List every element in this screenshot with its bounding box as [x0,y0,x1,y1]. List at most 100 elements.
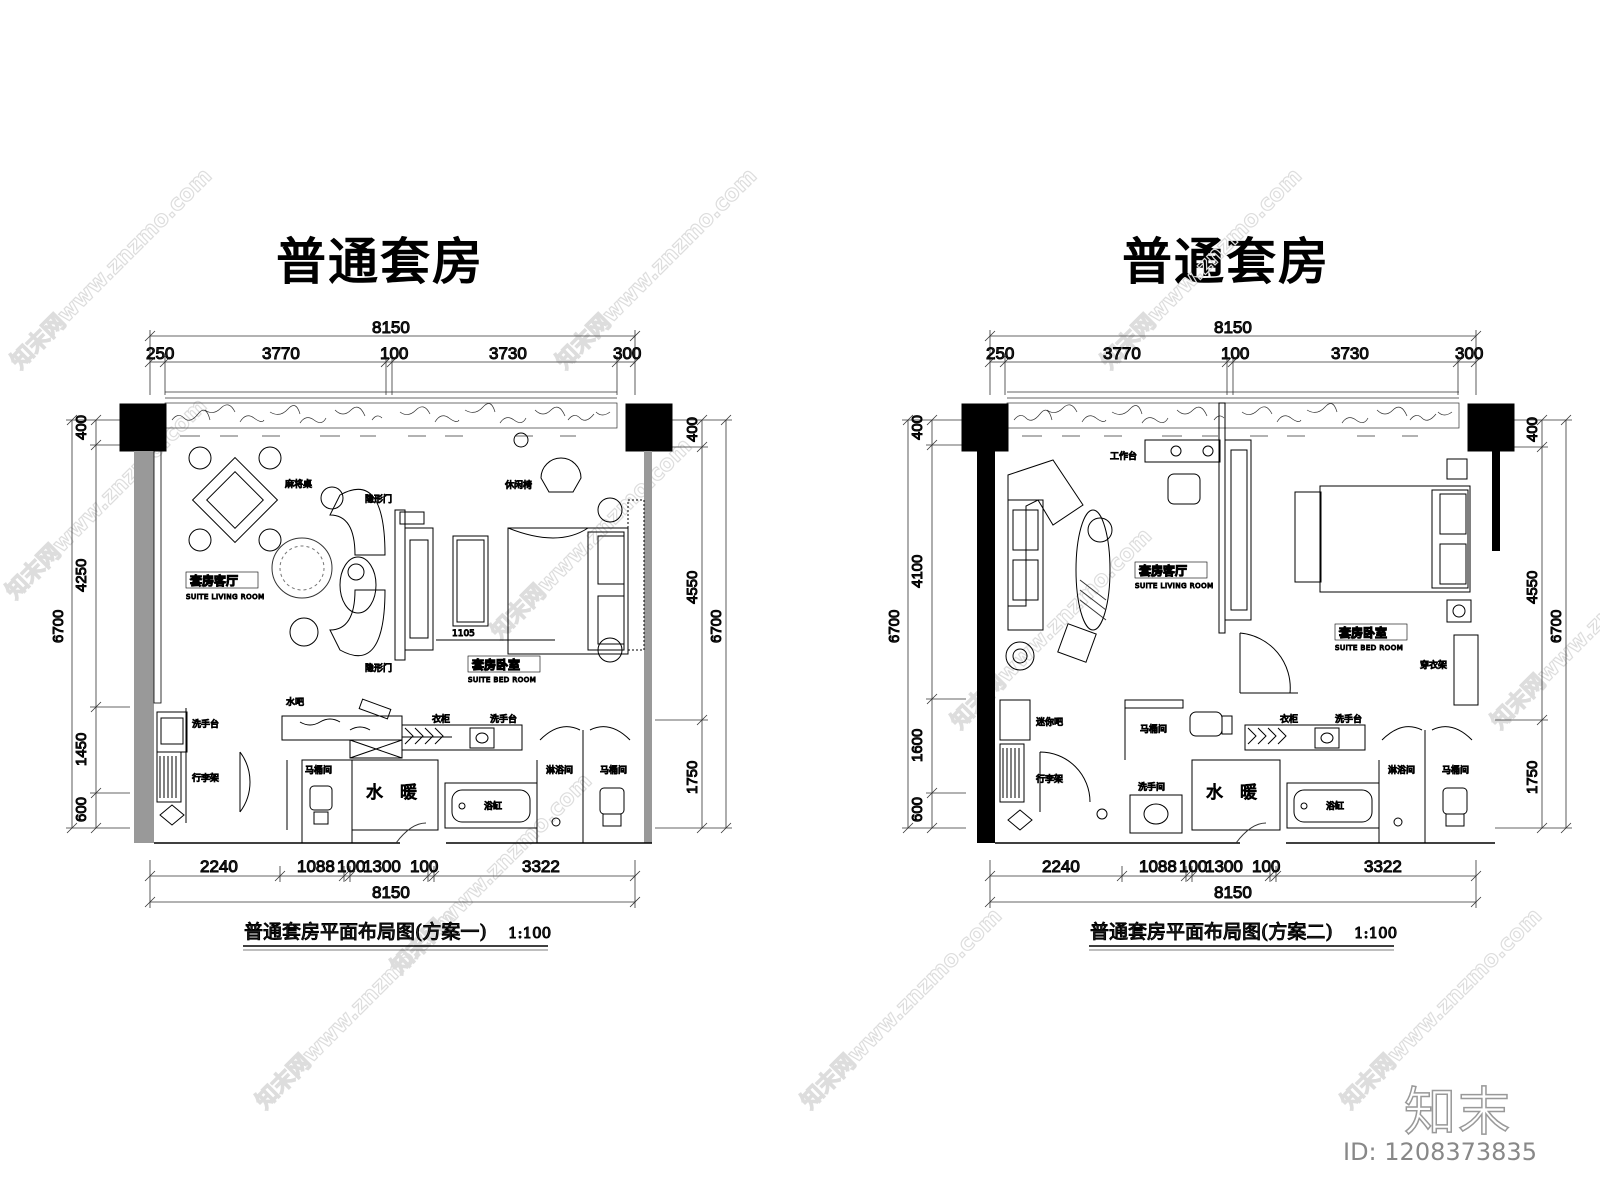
label-mahjong-table: 麻将桌 [285,478,312,490]
dim-bottom-6: 3322 [522,857,560,876]
shower-and-toilet-2 [536,726,631,843]
dim-bottom-2: 1088 [1139,857,1177,876]
label-wash-basin-entry: 洗手台 [192,718,219,730]
dim-top-3: 100 [1221,344,1249,363]
left-dimensions [902,414,966,834]
dim-left-3: 1450 [73,733,90,766]
dim-left-3: 1600 [909,729,926,762]
top-dimensions [984,330,1482,395]
wall-right [1492,451,1500,551]
dim-bottom-total: 8150 [1214,883,1252,902]
dim-bottom-3: 100 [337,857,365,876]
wall-left [977,451,995,843]
right-dimensions [1495,414,1572,834]
dim-bottom-4: 1300 [1205,857,1243,876]
plan-caption-scheme-2: 普通套房平面布局图(方案二) [1090,921,1333,943]
label-lounge-chair: 休闲椅 [505,479,532,491]
work-desk [1144,439,1221,505]
entry-service [999,699,1108,831]
label-plumbing: 水 暖 [366,783,417,803]
watermark-7: 知末网www.znzmo.com [1486,523,1600,734]
dim-top-total: 8150 [1214,318,1252,337]
dim-right-1: 400 [1524,417,1541,442]
dim-top-2: 3770 [1103,344,1141,363]
label-bathtub: 浴缸 [1326,800,1344,812]
room-label-suite-bed-en: SUITE BED ROOM [468,676,536,684]
room-label-suite-living-en: SUITE LIVING ROOM [1135,582,1214,590]
dim-bottom-5: 100 [1252,857,1280,876]
dim-bottom-3: 100 [1179,857,1207,876]
dim-bottom-2: 1088 [297,857,335,876]
dim-right-1: 400 [684,417,701,442]
plan-title-scheme-1: 普通套房 [276,233,484,291]
dim-top-4: 3730 [489,344,527,363]
label-luggage-rack: 行李架 [1036,773,1063,785]
mahjong-table [188,446,282,552]
dim-right-total: 6700 [708,610,725,643]
bottom-dimensions [984,860,1482,908]
dim-top-3: 100 [380,344,408,363]
watermark-2: 知末网www.znzmo.com [551,163,762,374]
dim-left-1: 400 [73,415,90,440]
label-minibar: 迷你吧 [1036,716,1063,728]
structural-column [961,403,1009,452]
brand-logo: 知末 [1403,1082,1513,1144]
room-label-suite-living-en: SUITE LIVING ROOM [186,593,265,601]
label-wash-room: 洗手间 [1138,781,1165,793]
watermark-4: 知末网www.znzmo.com [1,393,212,604]
dim-bottom-5: 100 [410,857,438,876]
dim-left-total: 6700 [886,610,903,643]
floor-plan-scheme-1: 8150 250 3770 100 3730 300 400 4250 1450… [50,318,732,951]
wall-right [644,451,652,843]
top-dimensions [144,330,641,395]
plan-scale-scheme-1: 1:100 [508,924,551,942]
label-toilet-room-2: 马桶间 [1442,764,1469,776]
dim-right-2: 4550 [1524,571,1541,604]
label-shower: 淋浴间 [546,764,573,776]
dim-left-total: 6700 [50,610,67,643]
bench [452,535,489,627]
label-shower: 淋浴间 [1388,764,1415,776]
window-band [1006,391,1460,437]
room-label-suite-bed: 套房卧室 [1338,625,1387,640]
label-hidden-door-1: 隐形门 [365,493,392,505]
room-label-suite-living: 套房客厅 [1138,563,1187,578]
structural-column [625,403,673,452]
dim-bottom-1: 2240 [1042,857,1080,876]
wardrobe-and-basin [1244,724,1366,751]
label-bathtub: 浴缸 [484,800,502,812]
watermark-10: 知末网www.znzmo.com [796,903,1007,1114]
label-plumbing: 水 暖 [1206,783,1257,803]
plan-scale-scheme-2: 1:100 [1354,924,1397,942]
label-wash-basin: 洗手台 [490,713,517,725]
window-band [164,391,618,437]
watermark-5: 知末网www.znzmo.com [486,433,697,644]
dim-left-4: 600 [73,797,90,822]
dim-bottom-4: 1300 [363,857,401,876]
watermark-3: 知末网www.znzmo.com [1096,163,1307,374]
left-dimensions [66,414,130,834]
dim-left-4: 600 [909,797,926,822]
bottom-dimensions [144,860,641,908]
image-id: ID: 1208373835 [1343,1138,1537,1166]
dim-bottom-1: 2240 [200,857,238,876]
dim-top-5: 300 [1455,344,1483,363]
dim-top-4: 3730 [1331,344,1369,363]
room-label-suite-bed: 套房卧室 [471,657,520,672]
label-toilet-room-1: 马桶间 [305,764,332,776]
dim-left-1: 400 [909,415,926,440]
structural-column [1467,403,1515,452]
dim-bottom-6: 3322 [1364,857,1402,876]
dim-right-2: 4550 [684,571,701,604]
wall-left [134,451,154,843]
label-dressing-rack: 穿衣架 [1420,659,1447,671]
label-water-bar: 水吧 [286,696,304,708]
dim-top-1: 250 [986,344,1014,363]
dim-top-5: 300 [613,344,641,363]
label-toilet-room-2: 马桶间 [600,764,627,776]
entry-service [156,708,251,826]
watermark-1: 知末网www.znzmo.com [6,163,217,374]
sofa-set [271,486,386,656]
plumbing-shaft [351,759,439,831]
